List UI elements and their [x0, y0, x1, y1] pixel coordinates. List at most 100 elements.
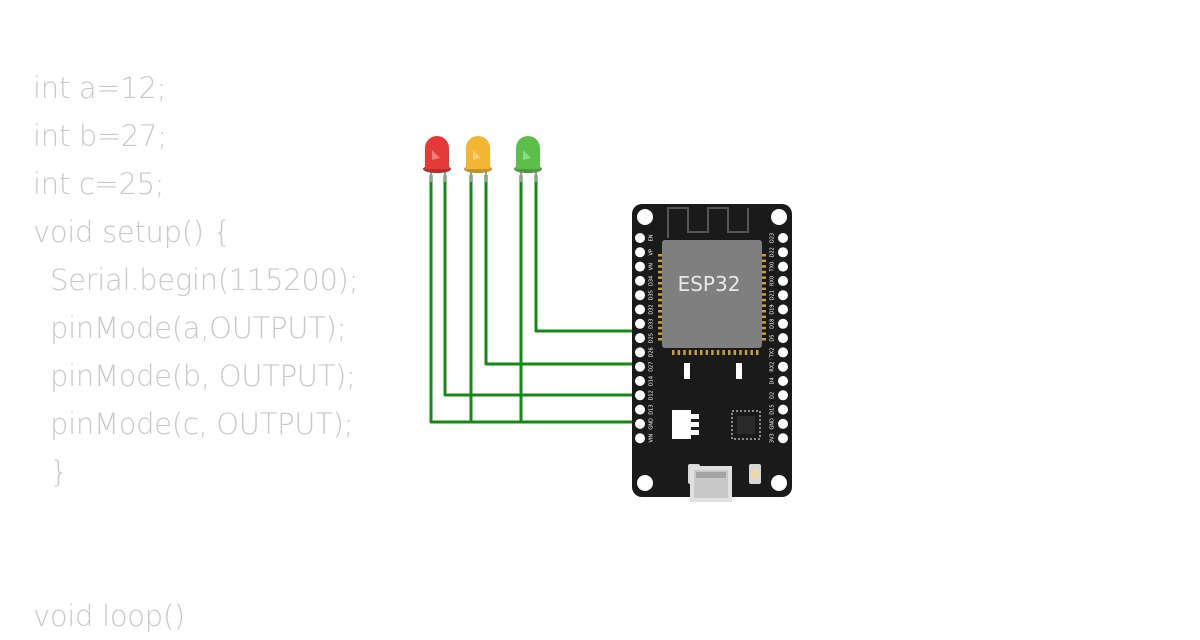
code-line-7: pinMode(b, OUTPUT); — [50, 359, 356, 393]
code-panel: int a=12; int b=27; int c=25; void setup… — [33, 64, 358, 496]
chip-pad — [739, 350, 742, 355]
left-pin-d32[interactable] — [635, 304, 645, 315]
mounting-hole-top-right — [771, 209, 787, 225]
chip-pad — [756, 350, 759, 355]
chip-pad — [762, 332, 766, 335]
wire-green-ground[interactable] — [519, 175, 641, 424]
right-pin-gnd[interactable] — [778, 418, 788, 429]
right-pin-header: D23D22TX0RX0D21D19D18D5TX2RX2D4D2D15GND3… — [770, 233, 788, 444]
chip-pad — [658, 310, 662, 313]
chip-pad — [762, 265, 766, 268]
left-pin-label: D27 — [649, 362, 655, 372]
left-pin-vin[interactable] — [635, 433, 645, 444]
code-line-1: int a=12; — [33, 71, 167, 105]
led-yellow[interactable] — [464, 136, 492, 182]
left-pin-label: D12 — [649, 390, 655, 400]
wire-red-signal[interactable] — [443, 175, 641, 397]
code-line-8: pinMode(c, OUTPUT); — [50, 407, 354, 441]
code-line-9: } — [50, 455, 69, 489]
chip-pad — [762, 254, 766, 257]
left-pin-label: D34 — [649, 276, 655, 286]
voltage-regulator — [672, 410, 699, 439]
chip-pad — [658, 287, 662, 291]
left-pin-vp[interactable] — [635, 247, 645, 258]
right-pin-d2[interactable] — [778, 390, 788, 401]
right-pin-rx0[interactable] — [778, 275, 788, 286]
chip-pad — [700, 350, 703, 355]
esp32-module — [662, 240, 762, 348]
chip-pad — [677, 350, 681, 355]
right-pin-d5[interactable] — [778, 333, 788, 344]
right-pin-d19[interactable] — [778, 304, 788, 315]
right-pin-label: D18 — [770, 319, 776, 329]
right-pin-label: D21 — [770, 290, 776, 300]
led-yellow-body — [466, 136, 490, 169]
chip-pad — [658, 270, 662, 274]
left-pin-d14[interactable] — [635, 376, 645, 386]
left-pin-d34[interactable] — [635, 275, 645, 286]
left-pin-en[interactable] — [635, 233, 645, 243]
wire-yellow-signal[interactable] — [484, 175, 641, 366]
right-pin-rx2[interactable] — [778, 361, 788, 372]
right-pin-d4[interactable] — [778, 376, 788, 386]
code-line-2: int b=27; — [33, 119, 167, 153]
code-line-loop: void loop() — [33, 599, 185, 633]
chip-pad — [722, 350, 725, 355]
chip-pad — [658, 315, 662, 319]
chip-pad — [658, 298, 662, 302]
right-pin-label: D23 — [770, 233, 776, 243]
chip-pad — [658, 282, 662, 285]
usb-port[interactable] — [690, 466, 732, 502]
left-pin-d33[interactable] — [635, 318, 645, 329]
reset-button[interactable] — [749, 464, 761, 484]
wire-green-signal[interactable] — [534, 175, 641, 333]
left-pin-d35[interactable] — [635, 290, 645, 301]
left-pin-label: D35 — [649, 290, 655, 300]
chip-pad — [762, 293, 766, 296]
left-pin-d13[interactable] — [635, 404, 645, 415]
left-pin-label: VN — [649, 263, 655, 270]
right-pin-label: D4 — [770, 377, 776, 384]
right-pin-d23[interactable] — [778, 233, 788, 243]
chip-pad — [744, 350, 748, 355]
left-pin-gnd[interactable] — [635, 418, 645, 429]
right-pin-d22[interactable] — [778, 247, 788, 258]
chip-pad — [762, 304, 766, 307]
right-pin-tx2[interactable] — [778, 347, 788, 358]
right-pin-d15[interactable] — [778, 404, 788, 415]
left-pin-d12[interactable] — [635, 390, 645, 401]
right-pin-label: RX0 — [770, 276, 776, 286]
right-pin-d18[interactable] — [778, 318, 788, 329]
code-line-5: Serial.begin(115200); — [50, 263, 359, 297]
smd-component-2 — [736, 363, 742, 379]
led-red[interactable] — [423, 136, 451, 182]
led-red-body — [425, 136, 449, 169]
right-pin-d21[interactable] — [778, 290, 788, 301]
left-pin-d27[interactable] — [635, 361, 645, 372]
mounting-hole-top-left — [637, 209, 653, 225]
chip-pad — [658, 293, 662, 296]
right-pin-label: TX0 — [770, 262, 776, 273]
antenna-trace — [667, 207, 749, 238]
right-pin-label: 3V3 — [770, 433, 776, 443]
left-pin-label: D26 — [649, 347, 655, 357]
left-pin-label: VP — [649, 249, 655, 255]
chip-pad — [672, 350, 675, 355]
chip-pad — [762, 326, 766, 330]
chip-pad — [762, 315, 766, 319]
code-line-6: pinMode(a,OUTPUT); — [50, 311, 347, 345]
led-green[interactable] — [514, 136, 542, 182]
mounting-hole-bottom-left — [637, 475, 653, 491]
right-pin-3v3[interactable] — [778, 433, 788, 444]
left-pin-d25[interactable] — [635, 333, 645, 344]
left-pin-d26[interactable] — [635, 347, 645, 358]
chip-pads — [658, 254, 766, 355]
left-pin-label: EN — [649, 234, 655, 241]
right-pin-tx0[interactable] — [778, 261, 788, 272]
chip-pad — [658, 254, 662, 257]
wire-yellow-ground[interactable] — [469, 175, 641, 424]
chip-pad — [762, 259, 766, 263]
left-pin-vn[interactable] — [635, 261, 645, 272]
